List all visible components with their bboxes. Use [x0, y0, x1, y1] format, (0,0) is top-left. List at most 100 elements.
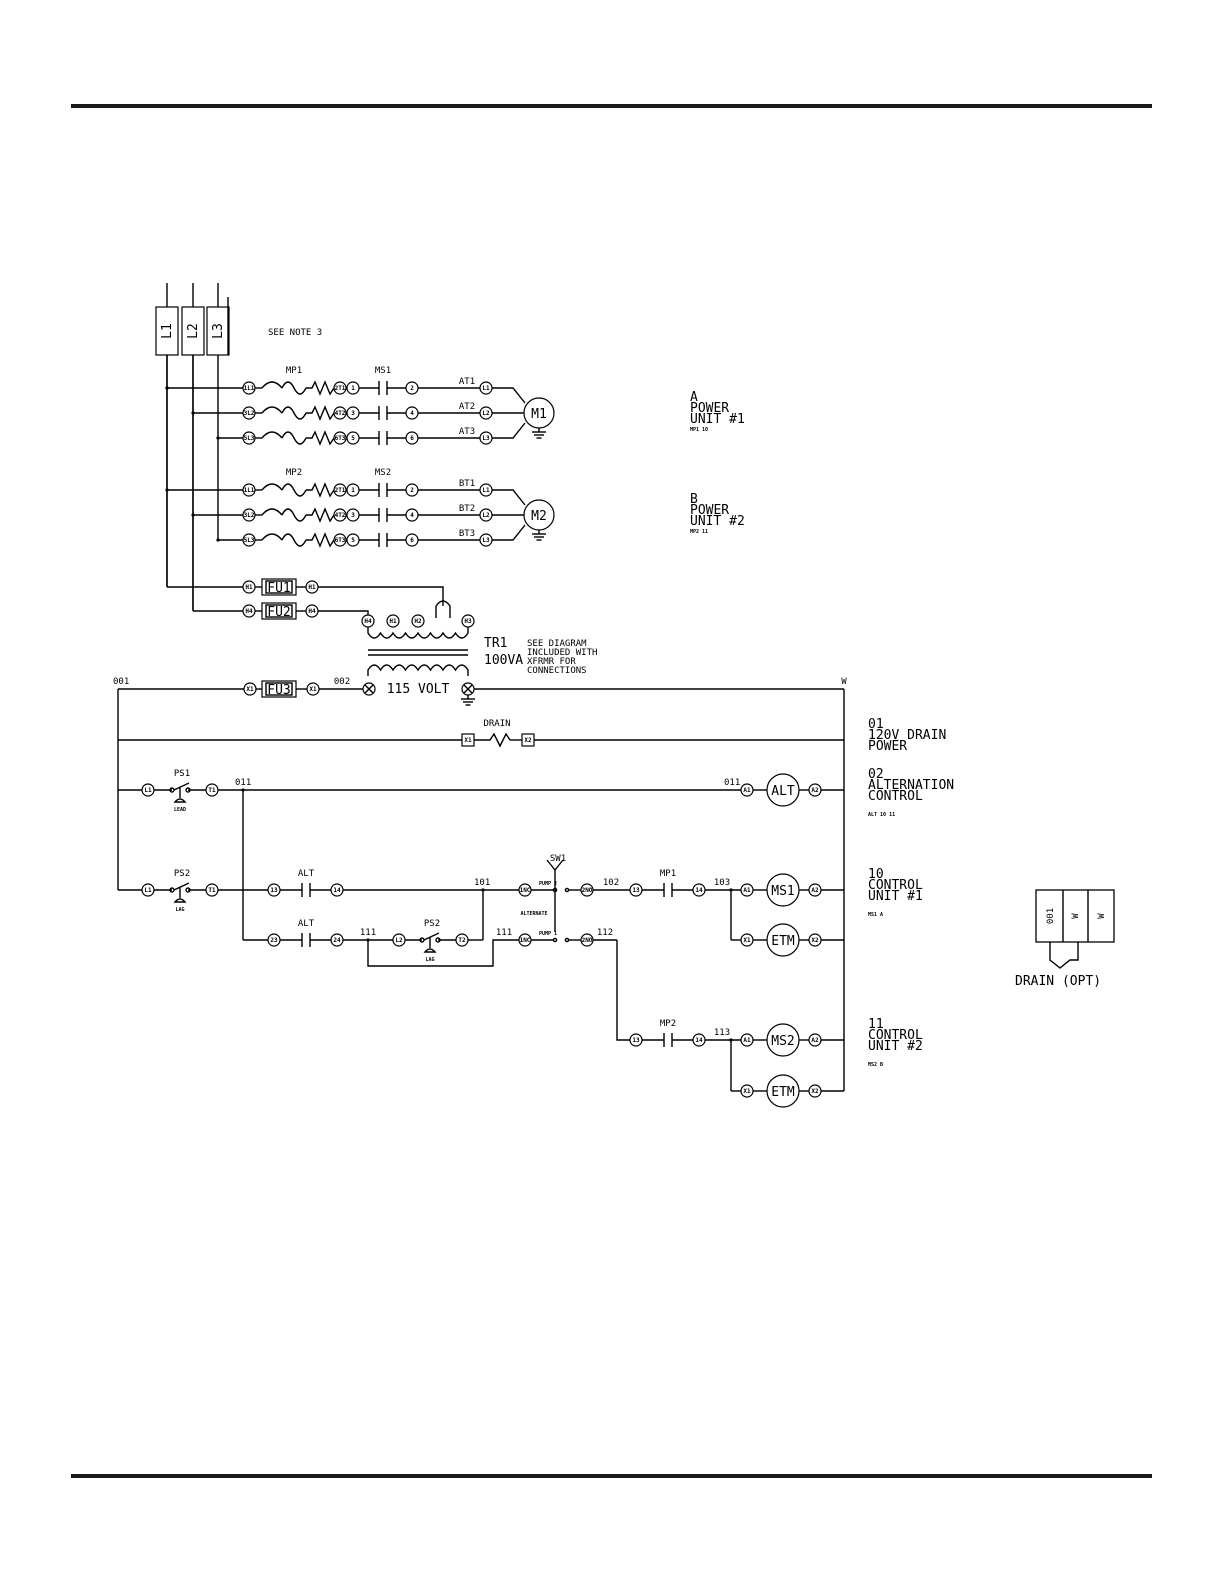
fuse-out-terminal-label: H1	[308, 584, 316, 591]
power-unit-title: POWER	[690, 503, 729, 518]
contact-in-terminal-label: 5	[351, 435, 355, 442]
wire-label-103: 103	[714, 878, 730, 888]
motor-lead	[492, 524, 526, 541]
ms2-coil-label: MS2	[771, 1034, 794, 1049]
primary-terminal	[411, 614, 425, 628]
power-unit-code: A	[690, 390, 698, 405]
ps2-label: PS2	[174, 869, 190, 879]
mp1-contact-14-label: 14	[695, 887, 703, 894]
alt-contact-14-label: 14	[333, 887, 341, 894]
motor-1-label: M1	[531, 407, 547, 422]
mp2-contact-14-label: 14	[695, 1037, 703, 1044]
protector-element-curve	[261, 406, 283, 414]
etm2-x2-label: X2	[811, 1088, 819, 1095]
wire-label-111: 111	[360, 928, 376, 938]
pressure-switch-ps2-sub-label: LAG	[175, 907, 184, 913]
pressure-switch-ps2-blade	[173, 882, 190, 891]
contact-out-terminal-label: 4	[410, 512, 414, 519]
supply-label-3: L3	[211, 323, 226, 339]
sw1-contact	[564, 937, 570, 943]
motor-terminal-label: L2	[482, 512, 490, 519]
terminal-strip-drain-lead	[1049, 942, 1079, 969]
power-unit-ref: MP1 10	[690, 427, 708, 433]
alt-contact-2-label: ALT	[298, 919, 315, 929]
supply-label-2: L2	[186, 323, 201, 339]
drain-terminal-label: X1	[464, 737, 472, 744]
bottom-rule	[71, 1474, 1152, 1478]
ms1-coil-a2-label: A2	[811, 887, 819, 894]
rung-title: UNIT #2	[868, 1039, 923, 1054]
load-label-AT1: AT1	[459, 377, 475, 387]
pressure-switch-ps1-blade	[173, 782, 190, 791]
primary-terminal-label: H2	[414, 618, 422, 625]
transformer-note-line: XFRMR FOR	[527, 657, 576, 667]
transformer-feed-h1	[318, 586, 444, 606]
rung-ref: MS2 B	[868, 1062, 883, 1068]
supply-note: SEE NOTE 3	[268, 328, 322, 338]
contact-out-terminal-label: 2	[410, 487, 414, 494]
ps2-in-terminal-label: L1	[144, 887, 152, 894]
fuse-FU1-label: FU1	[267, 581, 290, 596]
transformer-secondary-winding	[367, 664, 469, 676]
protector-element-zigzag	[306, 507, 335, 523]
protector-element-zigzag	[306, 405, 335, 421]
protector-out-terminal-label: 4T2	[335, 512, 346, 519]
wire-label-011: 011	[235, 778, 251, 788]
contact-in-terminal-label: 1	[351, 385, 355, 392]
protector-out-terminal	[333, 533, 347, 547]
protector-element-curve	[261, 431, 283, 439]
transformer-primary-winding	[367, 627, 469, 639]
supply-label-1: L1	[160, 323, 175, 339]
etm2-meter-label: ETM	[771, 1085, 795, 1100]
protector-element-curve	[261, 381, 283, 389]
contact-in-terminal-label: 5	[351, 537, 355, 544]
protector-element-loop	[281, 508, 307, 522]
transformer-secondary-label: 115 VOLT	[387, 682, 450, 697]
protector-out-terminal	[333, 483, 347, 497]
etm1-x1-label: X1	[743, 937, 751, 944]
rung-title: 120V DRAIN	[868, 728, 946, 743]
contact-out-terminal-label: 6	[410, 435, 414, 442]
ms1-coil-a1-label: A1	[743, 887, 751, 894]
starter-label-1: MS1	[375, 366, 391, 376]
protector-in-terminal-label: 1L1	[244, 385, 255, 392]
ps2-out-terminal-label: T1	[208, 887, 216, 894]
power-unit-subtitle: UNIT #2	[690, 514, 745, 529]
junction-dot	[241, 788, 245, 792]
fu3-in-terminal-label: X1	[246, 686, 254, 693]
protector-out-terminal	[333, 431, 347, 445]
fuse-out-terminal-label: H4	[308, 608, 316, 615]
primary-jumper	[435, 600, 451, 618]
motor-terminal-label: L1	[482, 487, 490, 494]
sw1-terminal-2no-label: 2NO	[582, 887, 593, 894]
terminal-strip	[1035, 889, 1115, 943]
sw1-terminal-1nc-b-label: 1NC	[520, 937, 531, 944]
rung-title: CONTROL	[868, 789, 923, 804]
transformer-feed-h4	[318, 610, 369, 615]
contact-out-terminal-label: 6	[410, 537, 414, 544]
mp2-contact-label: MP2	[660, 1019, 676, 1029]
ps2b-label: PS2	[424, 919, 440, 929]
motor-terminal-label: L3	[482, 435, 490, 442]
ms2-coil-a1-label: A1	[743, 1037, 751, 1044]
motor-lead	[492, 387, 526, 404]
sw1-terminal-2no-b-label: 2NO	[582, 937, 593, 944]
wire-label-011b: 011	[724, 778, 740, 788]
protector-element-curve	[261, 483, 283, 491]
alt-contact-13-label: 13	[270, 887, 278, 894]
etm1-x2-label: X2	[811, 937, 819, 944]
transformer-name: TR1	[484, 636, 507, 651]
alt-contact-1-label: ALT	[298, 869, 315, 879]
rung-ref: ALT 10 11	[868, 812, 895, 818]
protector-out-terminal-label: 6T3	[335, 435, 346, 442]
pressure-switch-ps1-diaphragm	[173, 798, 187, 803]
rung-number: 01	[868, 717, 884, 732]
protector-in-terminal-label: 5L3	[244, 537, 255, 544]
load-label-BT2: BT2	[459, 504, 475, 514]
primary-terminal-label: H3	[464, 618, 472, 625]
pressure-switch-ps2b-blade	[423, 932, 440, 941]
terminal-strip-cell: W	[1071, 913, 1081, 919]
ps1-in-terminal-label: L1	[144, 787, 152, 794]
primary-terminal-label: H1	[389, 618, 397, 625]
fu3-out-terminal-label: X1	[309, 686, 317, 693]
